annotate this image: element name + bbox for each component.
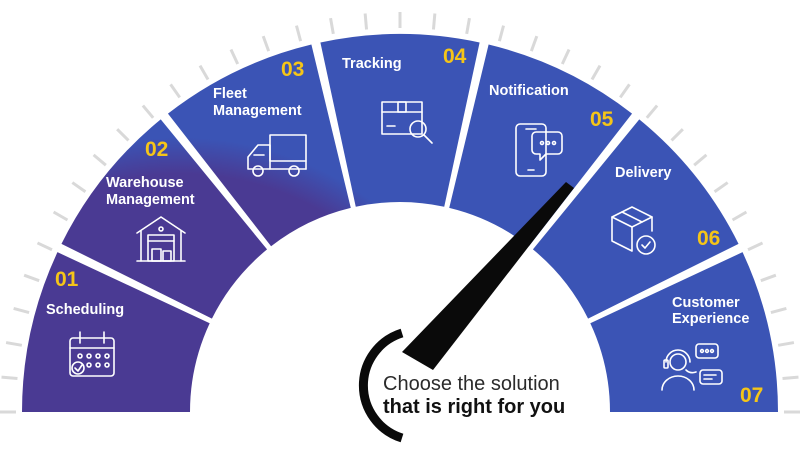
- gauge-tick: [198, 64, 210, 81]
- gauge-tick: [13, 307, 30, 315]
- gauge-tick: [116, 128, 130, 142]
- gauge-tick: [693, 153, 708, 167]
- segment-number-02: 02: [145, 138, 168, 161]
- gauge-tick: [465, 17, 471, 35]
- gauge-tick: [770, 307, 787, 315]
- segment-label-delivery: Delivery: [615, 165, 671, 181]
- segment-label-customer-line1: Customer: [672, 295, 740, 311]
- segment-label-fleet-line1: Fleet: [213, 86, 247, 102]
- segment-labels: 01 Scheduling 02 Warehouse Management 03…: [46, 45, 763, 407]
- gauge-tick: [670, 128, 684, 142]
- package-check-icon: [611, 206, 656, 255]
- gauge-tick: [619, 83, 631, 99]
- caption-line1: Choose the solution: [383, 373, 560, 395]
- gauge-tick: [92, 153, 107, 167]
- segment-04: [320, 34, 480, 207]
- package-search-icon: [381, 101, 433, 144]
- gauge-tick: [229, 48, 240, 65]
- segment-number-06: 06: [697, 227, 720, 250]
- segment-number-07: 07: [740, 384, 763, 407]
- gauge-tick: [645, 104, 659, 119]
- gauge-tick: [141, 104, 155, 119]
- segment-number-05: 05: [590, 108, 614, 131]
- segment-label-customer-line2: Experience: [672, 311, 749, 327]
- gauge-tick: [782, 375, 799, 381]
- gauge-tick: [529, 35, 539, 52]
- gauge-tick: [731, 210, 748, 222]
- gauge-ticks: [0, 12, 800, 414]
- headset-agent-icon: [661, 343, 723, 391]
- gauge-tick: [497, 25, 505, 42]
- needle-hub-arc: [358, 328, 404, 443]
- gauge-tick: [261, 35, 271, 52]
- gauge-tick: [23, 273, 40, 283]
- segment-label-tracking: Tracking: [342, 56, 402, 72]
- warehouse-icon: [136, 216, 186, 262]
- gauge-tick: [560, 48, 571, 65]
- gauge-tick: [71, 181, 87, 193]
- needle-pointer: [402, 182, 574, 370]
- gauge-tick: [363, 13, 369, 30]
- segment-label-fleet-line2: Management: [213, 103, 302, 119]
- segment-icons: [69, 101, 723, 391]
- gauge-segments: [22, 34, 778, 412]
- gauge-tick: [431, 13, 437, 30]
- caption-line2: that is right for you: [383, 396, 565, 418]
- gauge-tick: [777, 341, 795, 347]
- segment-01: [22, 252, 210, 412]
- gauge-tick: [747, 241, 764, 252]
- segment-number-01: 01: [55, 268, 79, 291]
- gauge-tick: [1, 375, 18, 381]
- gauge-tick: [5, 341, 23, 347]
- segment-07: [590, 252, 778, 412]
- gauge-tick: [590, 64, 602, 81]
- gauge-tick: [295, 25, 303, 42]
- gauge-tick: [169, 83, 181, 99]
- gauge-tick: [329, 17, 335, 35]
- gauge-tick: [36, 241, 53, 252]
- segment-05: [449, 44, 633, 247]
- segment-label-scheduling: Scheduling: [46, 302, 124, 318]
- calendar-icon: [69, 331, 115, 377]
- phone-chat-icon: [515, 123, 563, 177]
- gauge-tick: [713, 181, 729, 193]
- segment-label-warehouse-line2: Management: [106, 192, 195, 208]
- segment-number-04: 04: [443, 45, 467, 68]
- gauge-tick: [760, 273, 777, 283]
- segment-label-notification: Notification: [489, 83, 569, 99]
- gauge-needle: [358, 182, 574, 443]
- truck-icon: [247, 134, 307, 177]
- gauge-tick: [52, 210, 69, 222]
- segment-number-03: 03: [281, 58, 304, 81]
- segment-label-warehouse-line1: Warehouse: [106, 175, 184, 191]
